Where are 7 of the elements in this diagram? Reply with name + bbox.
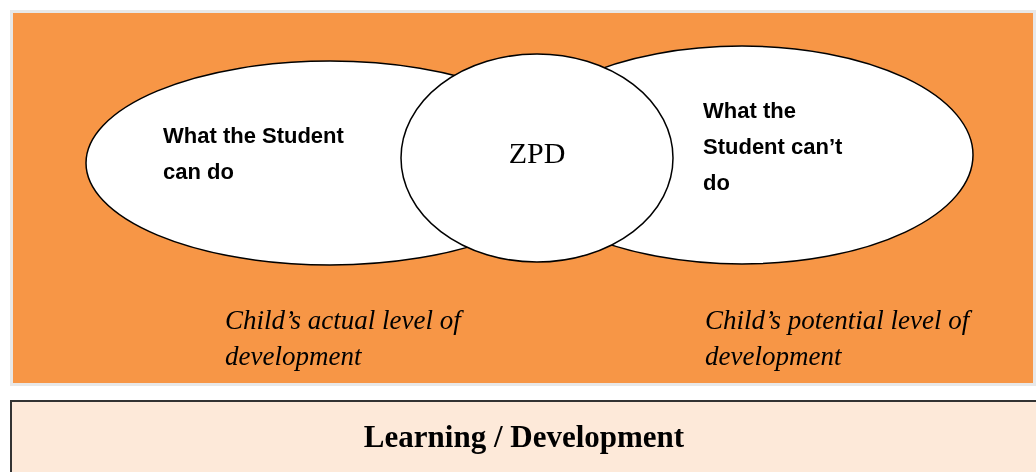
caption-text: Child’s actual level of development <box>225 302 515 374</box>
caption-text: Child’s potential level of development <box>705 302 995 374</box>
band-heading: Learning / Development <box>363 419 685 455</box>
heading-band <box>10 400 1036 472</box>
ellipse-label: What the Student can do <box>163 122 345 186</box>
ellipse-label: What the Student can’t do <box>703 97 843 197</box>
ellipse-label: ZPD <box>507 135 567 171</box>
